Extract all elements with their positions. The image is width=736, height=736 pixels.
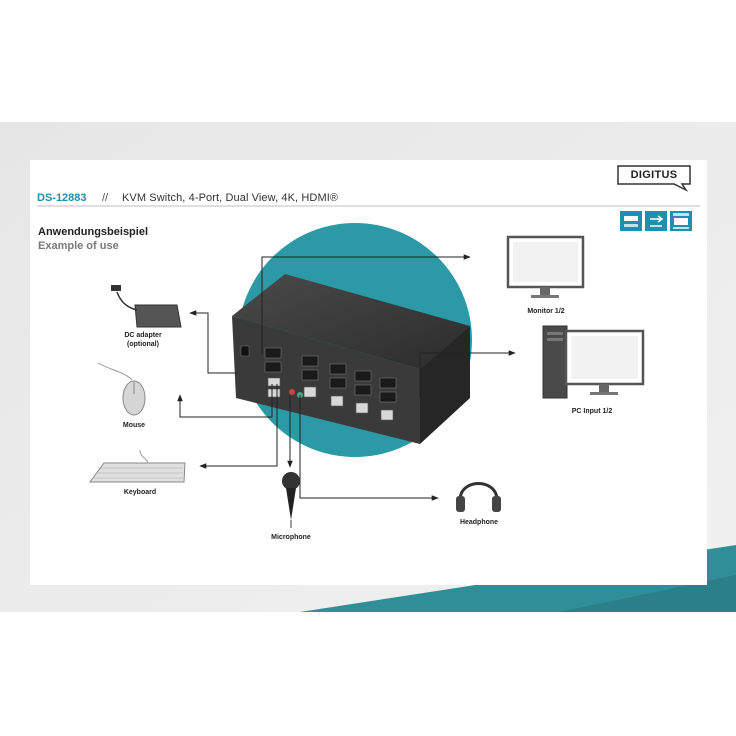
digitus-logo: DIGITUS <box>617 164 691 186</box>
keyboard-icon <box>89 449 186 483</box>
mouse-icon <box>97 362 146 416</box>
ultra-hd-badge-icon <box>670 211 692 231</box>
section-title-en: Example of use <box>38 240 119 252</box>
usb-badge-icon <box>645 211 667 231</box>
microphone-label: Microphone <box>271 534 311 541</box>
section-title-de: Anwendungsbeispiel <box>38 226 149 238</box>
monitor-label: Monitor 1/2 <box>527 308 565 315</box>
pc-monitor-icon <box>564 329 645 395</box>
product-sku: DS-12883 <box>37 192 87 204</box>
hdmi-badge-icon <box>620 211 642 231</box>
connection-lines <box>177 254 516 501</box>
dc-adapter-label-line1: DC adapter <box>124 332 162 339</box>
monitor-icon <box>506 235 585 298</box>
keyboard-label: Keyboard <box>123 489 157 496</box>
logo-text: DIGITUS <box>630 169 678 181</box>
pc-tower-icon <box>542 325 568 399</box>
product-description: KVM Switch, 4-Port, Dual View, 4K, HDMI® <box>122 192 339 204</box>
headphone-icon <box>456 482 501 512</box>
dc-adapter-icon <box>111 285 182 328</box>
pc-input-label: PC Input 1/2 <box>571 408 613 415</box>
microphone-icon <box>282 472 300 528</box>
dc-adapter-label: DC adapter (optional) <box>113 331 173 349</box>
dc-adapter-label-line2: (optional) <box>127 341 159 348</box>
digitus-logo <box>617 165 691 192</box>
mouse-label: Mouse <box>122 422 146 429</box>
kvm-switch-device <box>232 274 470 444</box>
headphone-label: Headphone <box>459 519 499 526</box>
header-separator: // <box>102 192 109 204</box>
